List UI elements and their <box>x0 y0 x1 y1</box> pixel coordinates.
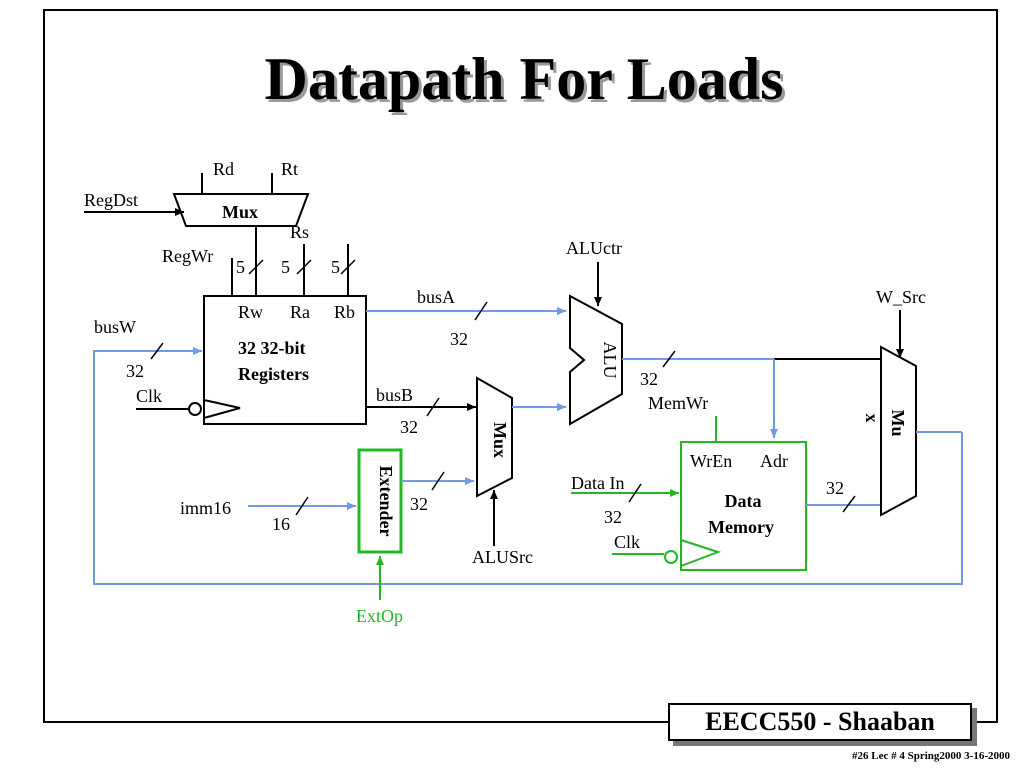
w-src-label: W_Src <box>876 287 926 307</box>
alusrc-mux-label: Mux <box>490 422 510 458</box>
data-in-label: Data In <box>571 473 624 493</box>
rd-label: Rd <box>213 159 234 179</box>
busa-label: busA <box>417 287 455 307</box>
memory-label-2: Memory <box>708 517 774 537</box>
data-in-width: 32 <box>604 507 622 527</box>
busb-width: 32 <box>400 417 418 437</box>
ra-width: 5 <box>281 257 290 277</box>
extender-width: 32 <box>410 494 428 514</box>
regfile-clk-bubble <box>188 402 202 416</box>
adr-label: Adr <box>760 451 788 471</box>
memory-clock-triangle <box>680 539 722 567</box>
data-in-bus-slash <box>628 483 642 503</box>
regfile-clk-label: Clk <box>136 386 162 406</box>
busb-bus-slash <box>426 397 440 417</box>
page-title: Datapath For Loads <box>265 46 784 112</box>
w-src-mux <box>880 345 917 517</box>
page-title-shadow: Datapath For Loads <box>268 49 787 115</box>
busw-feedback-wire <box>93 347 963 585</box>
rw-label: Rw <box>238 302 263 322</box>
busa-width: 32 <box>450 329 468 349</box>
busb-label: busB <box>376 385 413 405</box>
regfile-clock-triangle <box>203 399 241 419</box>
memory-output-bus-slash <box>842 495 856 513</box>
slide-frame <box>43 9 998 723</box>
busw-width: 32 <box>126 361 144 381</box>
footer-info: #26 Lec # 4 Spring2000 3-16-2000 <box>852 750 1010 762</box>
registers-label-1: 32 32-bit <box>238 338 306 358</box>
alusrc-mux <box>476 376 513 498</box>
rw-width: 5 <box>236 257 245 277</box>
alu <box>569 294 623 426</box>
extender <box>357 448 403 554</box>
w-src-mux-label-2: x <box>862 414 882 423</box>
alu-output-width: 32 <box>640 369 658 389</box>
memwr-label: MemWr <box>648 393 708 413</box>
busw-bus-slash <box>150 342 164 360</box>
data-memory <box>680 441 807 571</box>
rt-label: Rt <box>281 159 298 179</box>
imm16-bus-slash <box>295 496 309 516</box>
wren-label: WrEn <box>690 451 732 471</box>
memory-label-1: Data <box>725 491 762 511</box>
footer-course-box: EECC550 - Shaaban <box>668 703 972 741</box>
imm16-label: imm16 <box>180 498 231 518</box>
rb-bus-slash <box>340 259 356 275</box>
rw-bus-slash <box>248 259 264 275</box>
regdst-label: RegDst <box>84 190 138 210</box>
memory-clk-label: Clk <box>614 532 640 552</box>
ra-bus-slash <box>296 259 312 275</box>
alu-output-bus-slash <box>662 350 676 368</box>
memory-output-width: 32 <box>826 478 844 498</box>
extop-label: ExtOp <box>356 606 403 626</box>
ra-label: Ra <box>290 302 310 322</box>
register-file <box>203 295 367 425</box>
busa-bus-slash <box>474 301 488 321</box>
rb-label: Rb <box>334 302 355 322</box>
w-src-mux-label-1: Mu <box>888 410 908 437</box>
regdst-mux-label: Mux <box>222 202 258 222</box>
rs-label: Rs <box>290 222 309 242</box>
aluctr-label: ALUctr <box>566 238 622 258</box>
extender-bus-slash <box>431 471 445 491</box>
alu-label: ALU <box>600 342 620 379</box>
busw-label: busW <box>94 317 136 337</box>
imm16-width: 16 <box>272 514 290 534</box>
alusrc-label: ALUSrc <box>472 547 533 567</box>
regwr-label: RegWr <box>162 246 213 266</box>
memory-clk-bubble <box>664 550 678 564</box>
extender-label: Extender <box>376 466 396 537</box>
registers-label-2: Registers <box>238 364 309 384</box>
rb-width: 5 <box>331 257 340 277</box>
